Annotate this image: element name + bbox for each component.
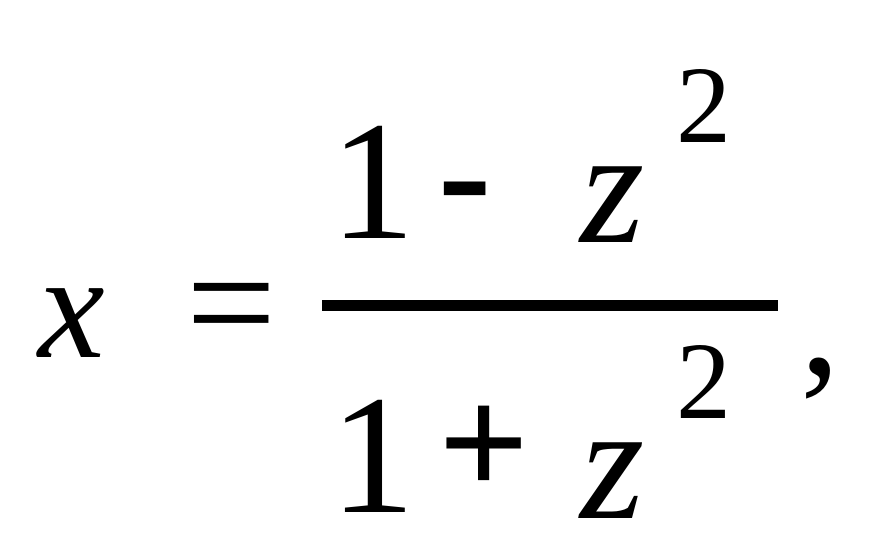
denominator-constant: 1	[330, 361, 415, 549]
fraction-bar	[322, 300, 778, 311]
numerator-constant: 1	[330, 87, 415, 275]
equals-sign: =	[186, 213, 277, 391]
lhs-variable: x	[38, 224, 105, 390]
trailing-comma: ,	[800, 231, 840, 409]
numerator-variable: z	[580, 95, 645, 278]
numerator-exponent: 2	[676, 44, 731, 166]
denominator-operator: +	[438, 353, 530, 531]
denominator-variable: z	[580, 371, 645, 554]
denominator-exponent: 2	[676, 320, 731, 442]
numerator-operator: -	[438, 83, 492, 261]
